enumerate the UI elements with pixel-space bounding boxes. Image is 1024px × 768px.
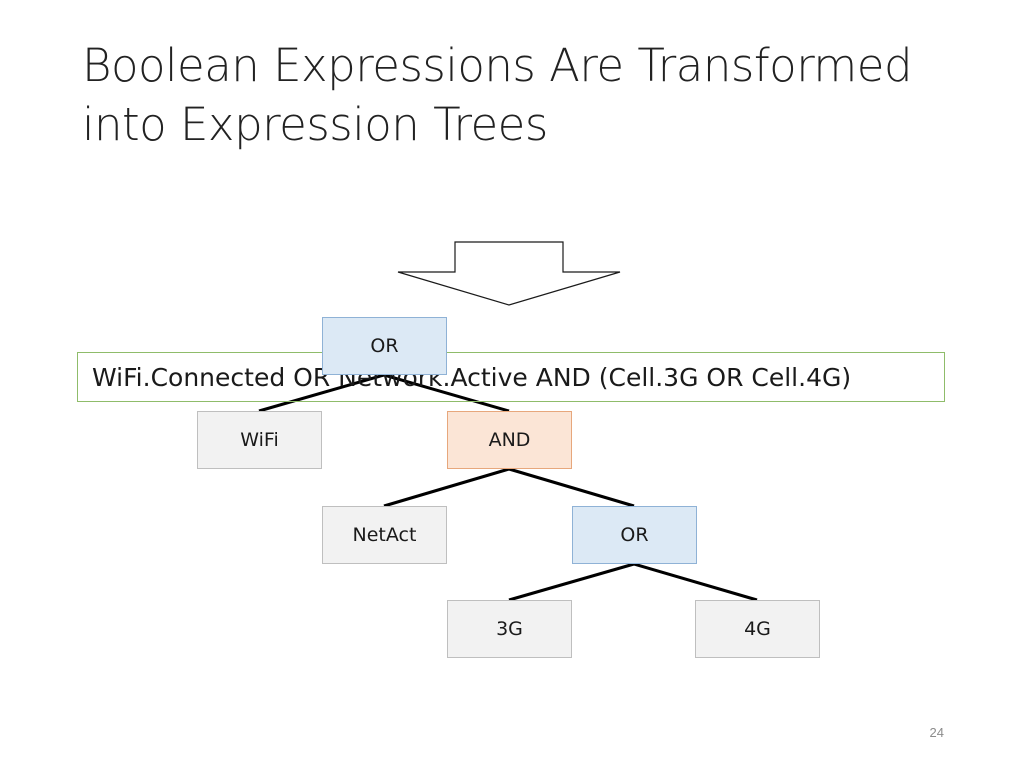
expression-text: WiFi.Connected OR Network.Active AND (Ce…	[92, 362, 852, 392]
tree-node-wifi: WiFi	[197, 411, 322, 469]
edge-and-or	[508, 467, 635, 508]
slide-title: Boolean Expressions Are Transformed into…	[82, 36, 982, 154]
tree-node-and: AND	[447, 411, 572, 469]
tree-node-3g: 3G	[447, 600, 572, 658]
node-label: WiFi	[240, 429, 279, 451]
down-arrow-icon	[397, 241, 621, 306]
tree-node-root-or: OR	[322, 317, 447, 375]
edge-or-4g	[633, 562, 758, 602]
edge-and-netact	[383, 467, 510, 508]
tree-node-or: OR	[572, 506, 697, 564]
tree-node-netact: NetAct	[322, 506, 447, 564]
slide-title-line-2: into Expression Trees	[82, 98, 548, 151]
node-label: OR	[370, 335, 399, 357]
expression-box: WiFi.Connected OR Network.Active AND (Ce…	[77, 352, 945, 402]
tree-node-4g: 4G	[695, 600, 820, 658]
node-label: NetAct	[352, 524, 417, 546]
node-label: OR	[620, 524, 649, 546]
slide-title-line-1: Boolean Expressions Are Transformed	[82, 39, 913, 92]
page-number: 24	[929, 725, 944, 740]
edge-or-3g	[508, 562, 635, 602]
node-label: 4G	[744, 618, 771, 640]
node-label: AND	[488, 429, 531, 451]
node-label: 3G	[496, 618, 523, 640]
